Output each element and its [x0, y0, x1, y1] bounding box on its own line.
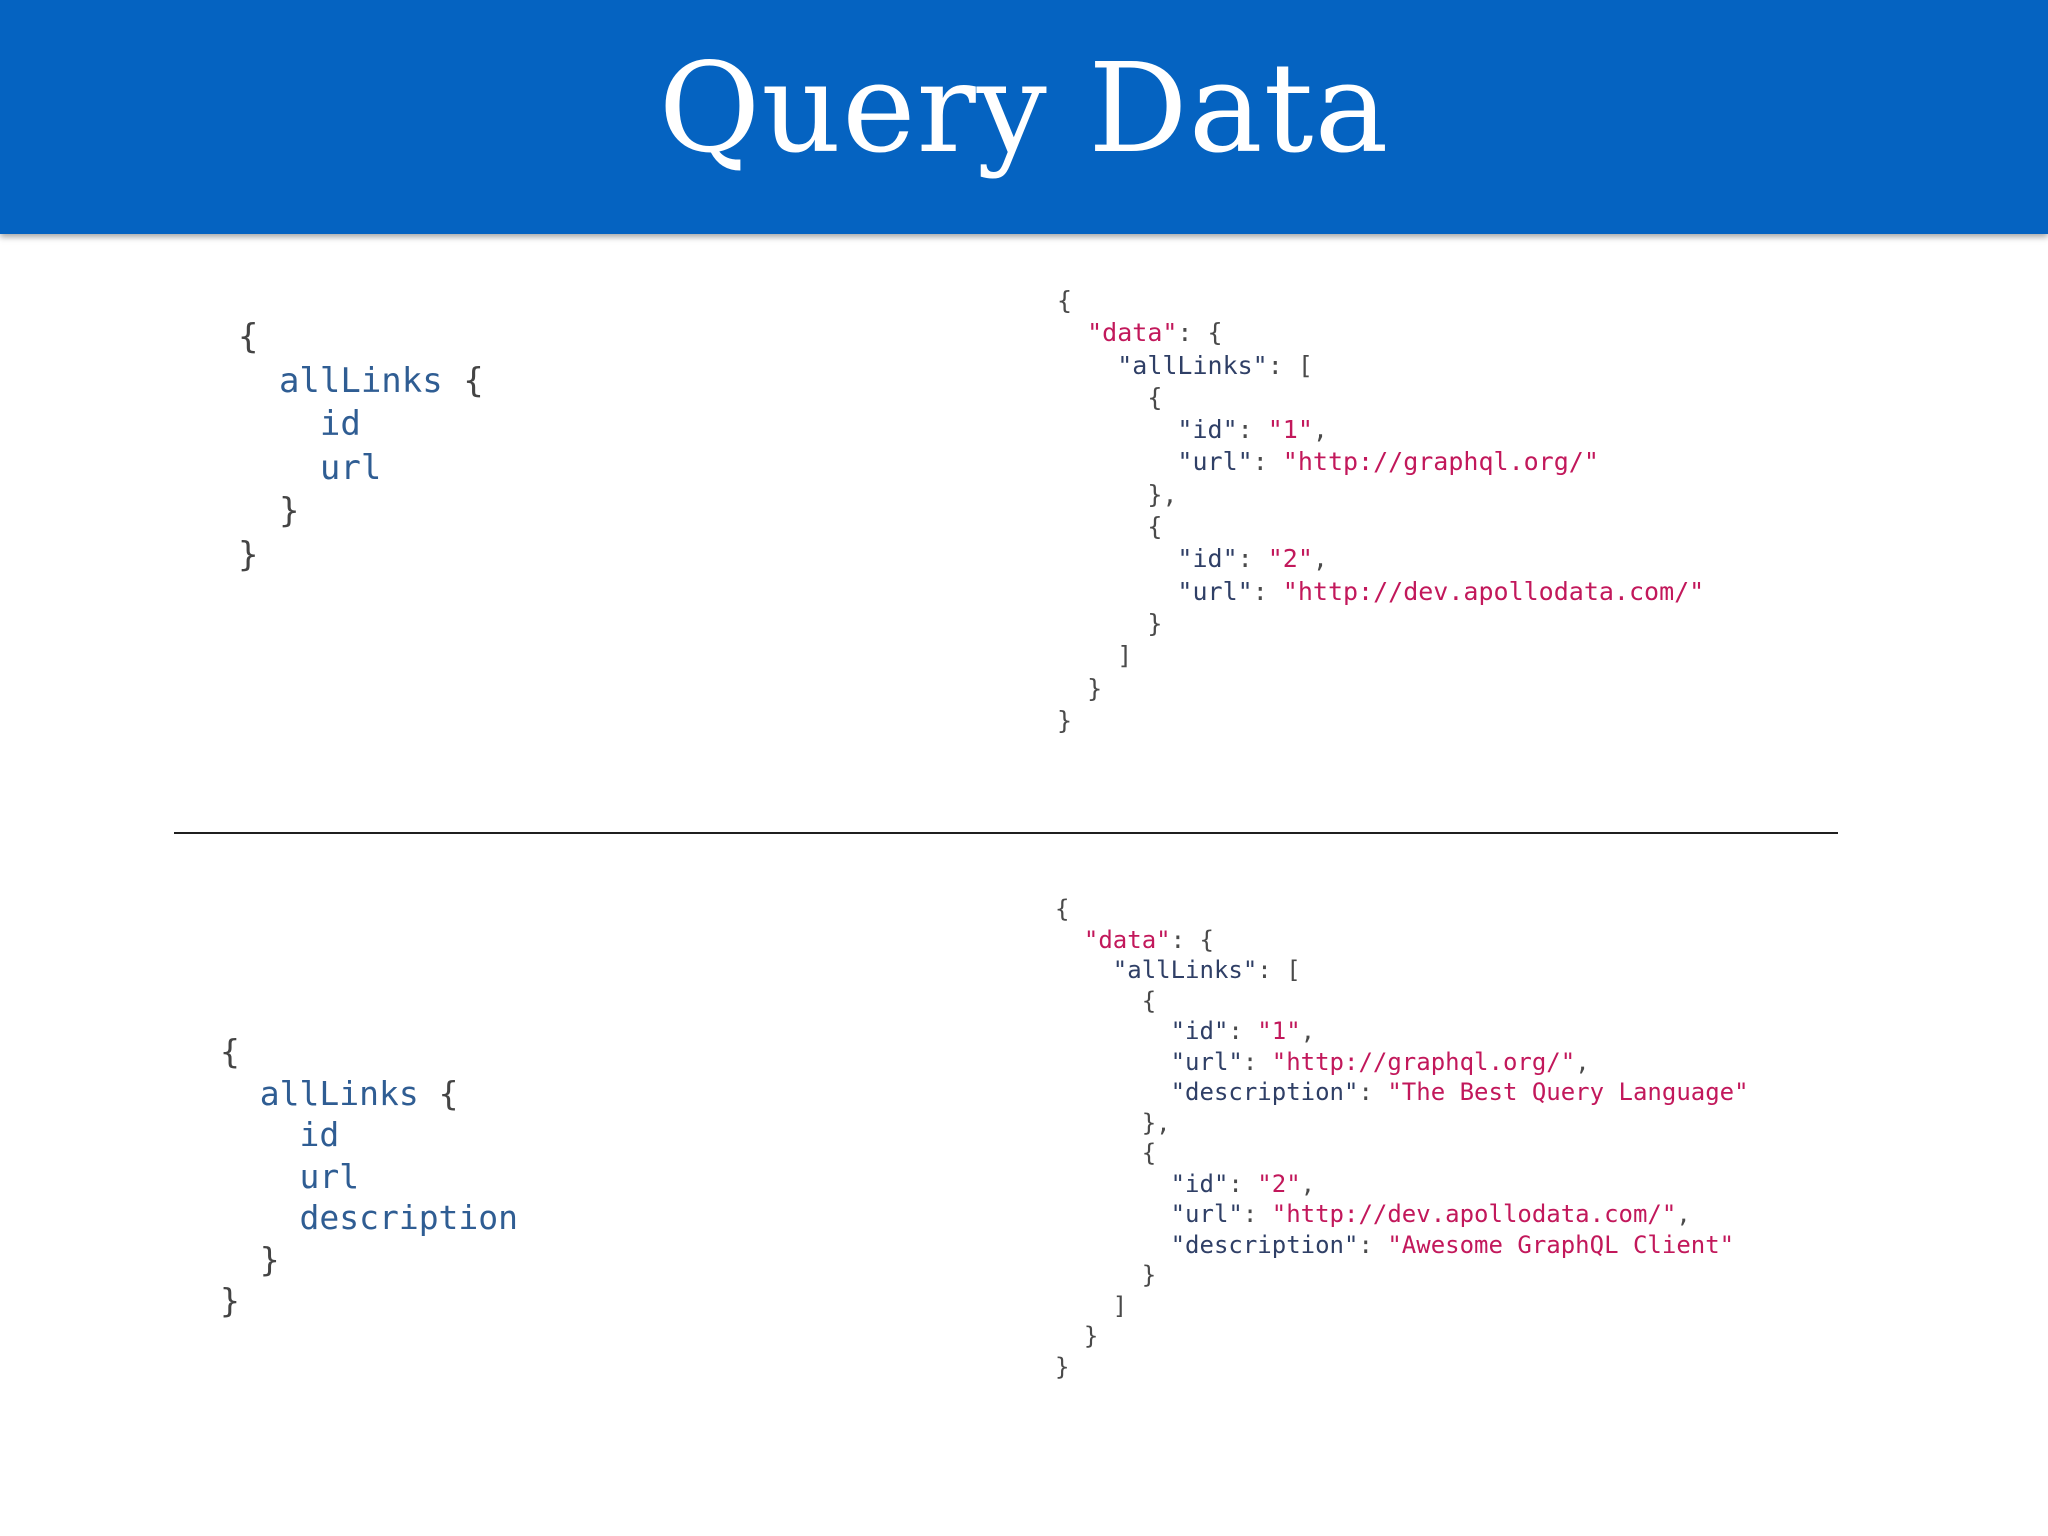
json-key-url: "url" [1170, 1047, 1243, 1076]
json-key-id: "id" [1170, 1017, 1229, 1045]
query-1: { allLinks { id url } } [238, 316, 484, 578]
json-value-id: "1" [1257, 1017, 1301, 1045]
json-value-url: "http://dev.apollodata.com/" [1282, 576, 1705, 606]
json-key-url: "url" [1177, 576, 1253, 606]
page-title: Query Data [658, 37, 1390, 181]
query-2: { allLinks { id url description } } [220, 1031, 518, 1322]
brace: } [259, 1239, 280, 1279]
json-key-url: "url" [1170, 1200, 1243, 1228]
json-key-description: "description" [1170, 1230, 1359, 1259]
json-key-url: "url" [1177, 447, 1253, 477]
query-field: id [299, 1115, 340, 1154]
json-key-data: "data" [1087, 318, 1178, 348]
brace: { [220, 1032, 240, 1071]
json-value-description: "Awesome GraphQL Client" [1387, 1230, 1735, 1259]
json-key-data: "data" [1083, 925, 1171, 954]
brace: { [418, 1073, 459, 1113]
json-key-alllinks: "allLinks" [1112, 956, 1258, 984]
json-key-id: "id" [1177, 544, 1238, 574]
json-key-description: "description" [1170, 1078, 1359, 1106]
brace: { [442, 360, 484, 401]
json-value-description: "The Best Query Language" [1387, 1078, 1749, 1106]
response-1: { "data": { "allLinks": [ { "id": "1", "… [1057, 286, 1705, 735]
json-value-id: "1" [1267, 415, 1313, 445]
json-value-url: "http://graphql.org/" [1271, 1047, 1576, 1076]
title-bar: Query Data [0, 0, 2048, 234]
query-field: id [319, 404, 361, 445]
query-field: description [299, 1198, 519, 1237]
json-value-id: "2" [1257, 1169, 1301, 1198]
json-key-id: "id" [1177, 415, 1238, 445]
query-root-field: allLinks [278, 360, 443, 401]
brace: } [220, 1281, 240, 1320]
query-field: url [299, 1156, 360, 1196]
json-value-url: "http://dev.apollodata.com/" [1271, 1200, 1677, 1228]
brace: } [238, 534, 259, 575]
json-value-id: "2" [1267, 544, 1313, 574]
brace: { [238, 317, 259, 357]
query-root-field: allLinks [259, 1073, 419, 1113]
json-key-id: "id" [1170, 1169, 1229, 1198]
query-field: url [319, 447, 382, 488]
json-value-url: "http://graphql.org/" [1282, 447, 1599, 477]
response-2: { "data": { "allLinks": [ { "id": "1", "… [1055, 895, 1749, 1381]
brace: } [278, 491, 300, 532]
json-key-alllinks: "allLinks" [1117, 350, 1268, 380]
section-divider [174, 832, 1838, 834]
